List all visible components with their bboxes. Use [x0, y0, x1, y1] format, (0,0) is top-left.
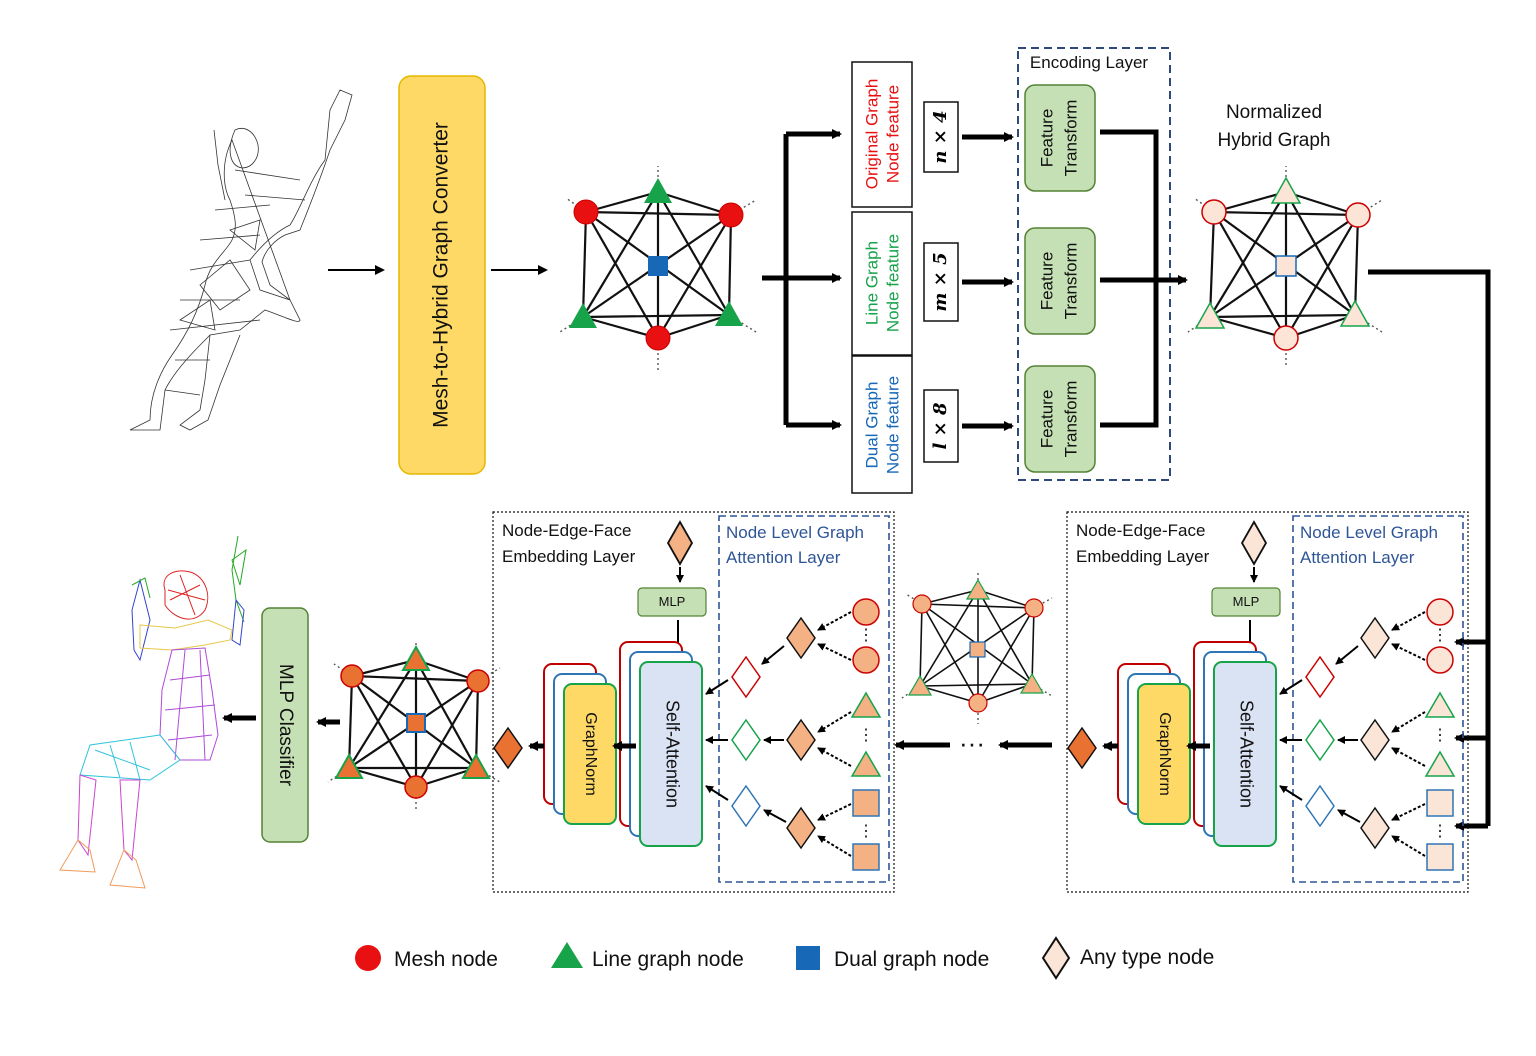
- normalized-title-line2: Hybrid Graph: [1218, 130, 1331, 151]
- feature-transform-2-line2: Transform: [1061, 243, 1080, 320]
- merge-arrows: [1100, 129, 1188, 428]
- feature-transform-1-line1: Feature: [1037, 109, 1056, 168]
- hybrid-graph-middle: [901, 572, 1053, 724]
- block2-embedding-title1: Node-Edge-Face: [1076, 521, 1205, 540]
- input-dual-graph: Dual Graph Node feature l × 8: [851, 355, 959, 494]
- block1-embedding-title2: Embedding Layer: [502, 547, 636, 566]
- input-line-graph: Line Graph Node feature m × 5: [851, 211, 959, 356]
- legend-any-label: Any type node: [1080, 946, 1214, 969]
- block1-any-node-diamond: [666, 520, 694, 566]
- branch-arrows: [762, 129, 842, 430]
- feature-transform-2: [1024, 227, 1096, 335]
- legend-line-icon: [551, 942, 583, 968]
- block2-graphnorm: [1137, 683, 1191, 825]
- dual-graph-subtitle: Node feature: [883, 376, 902, 474]
- block2-any-node-diamond: [1240, 520, 1268, 566]
- dim-to-transform-arrows: [962, 132, 1014, 431]
- feature-transform-3: [1024, 365, 1096, 473]
- block1-attention-title2: Attention Layer: [726, 548, 841, 567]
- block1-output-diamond: [493, 726, 523, 770]
- converter-label: Mesh-to-Hybrid Graph Converter: [430, 122, 453, 428]
- block1-self-attention: [639, 661, 703, 847]
- hybrid-graph-output: [327, 640, 501, 812]
- block2-mlp: [1211, 587, 1281, 617]
- svg-text:⋮: ⋮: [858, 727, 874, 744]
- ellipsis-connector: ···: [894, 728, 1052, 758]
- feature-transform-3-line1: Feature: [1037, 390, 1056, 449]
- legend-any-icon: [1041, 936, 1071, 980]
- input-original-graph: Original Graph Node feature n × 4: [851, 61, 959, 208]
- input-mesh-image: [129, 89, 353, 431]
- svg-text:⋮: ⋮: [1432, 627, 1448, 644]
- feature-transform-3-line2: Transform: [1061, 381, 1080, 458]
- transformer-block-1: Node-Edge-Face Embedding Layer Node Leve…: [492, 511, 895, 893]
- mlp-classifier: MLP Classifier: [261, 607, 309, 843]
- svg-text:⋮: ⋮: [858, 823, 874, 840]
- dual-graph-dim: l × 8: [930, 402, 951, 449]
- line-graph-title: Line Graph: [862, 241, 881, 325]
- dual-graph-title: Dual Graph: [862, 382, 881, 469]
- ellipsis-text: ···: [959, 728, 985, 758]
- block2-output-diamond: [1067, 726, 1097, 770]
- mlp-classifier-label: MLP Classifier: [275, 664, 296, 787]
- block1-mlp: [637, 587, 707, 617]
- block2-embedding-title2: Embedding Layer: [1076, 547, 1210, 566]
- converter-box: Mesh-to-Hybrid Graph Converter: [398, 75, 486, 475]
- right-connector: [1368, 269, 1491, 831]
- normalized-title-line1: Normalized: [1226, 102, 1322, 123]
- block2-attention-title2: Attention Layer: [1300, 548, 1415, 567]
- svg-text:⋮: ⋮: [1432, 823, 1448, 840]
- block1-mlp-label: MLP: [659, 594, 686, 609]
- output-segmented-mesh: [59, 535, 247, 889]
- svg-text:⋮: ⋮: [858, 627, 874, 644]
- block2-self-attention: [1213, 661, 1277, 847]
- legend-mesh-label: Mesh node: [394, 948, 498, 971]
- original-graph-dim: n × 4: [930, 110, 951, 163]
- hybrid-graph-normalized: [1187, 166, 1383, 368]
- block2-mlp-label: MLP: [1233, 594, 1260, 609]
- block2-attention-title1: Node Level Graph: [1300, 523, 1438, 542]
- feature-transform-1: [1024, 84, 1096, 192]
- original-graph-title: Original Graph: [862, 79, 881, 190]
- legend: Mesh node Line graph node Dual graph nod…: [355, 936, 1214, 980]
- encoding-layer: Encoding Layer Feature Transform Feature…: [1017, 47, 1171, 481]
- block1-self-attention-label: Self-Attention: [662, 700, 682, 808]
- feature-transform-1-line2: Transform: [1061, 100, 1080, 177]
- transformer-block-2: Node-Edge-Face Embedding Layer Node Leve…: [1066, 511, 1469, 893]
- feature-transform-2-line1: Feature: [1037, 252, 1056, 311]
- hybrid-graph-top: [559, 166, 757, 370]
- legend-mesh-icon: [355, 945, 381, 971]
- legend-line-label: Line graph node: [592, 948, 744, 971]
- line-graph-dim: m × 5: [930, 252, 951, 311]
- original-graph-subtitle: Node feature: [883, 85, 902, 183]
- block2-self-attention-label: Self-Attention: [1236, 700, 1256, 808]
- svg-text:⋮: ⋮: [1432, 727, 1448, 744]
- encoding-layer-title: Encoding Layer: [1030, 53, 1148, 72]
- legend-dual-icon: [796, 946, 820, 970]
- block1-attention-title1: Node Level Graph: [726, 523, 864, 542]
- line-graph-subtitle: Node feature: [883, 234, 902, 332]
- block1-graphnorm: [563, 683, 617, 825]
- block1-embedding-title1: Node-Edge-Face: [502, 521, 631, 540]
- block1-graphnorm-label: GraphNorm: [582, 712, 599, 796]
- block2-graphnorm-label: GraphNorm: [1156, 712, 1173, 796]
- legend-dual-label: Dual graph node: [834, 948, 989, 971]
